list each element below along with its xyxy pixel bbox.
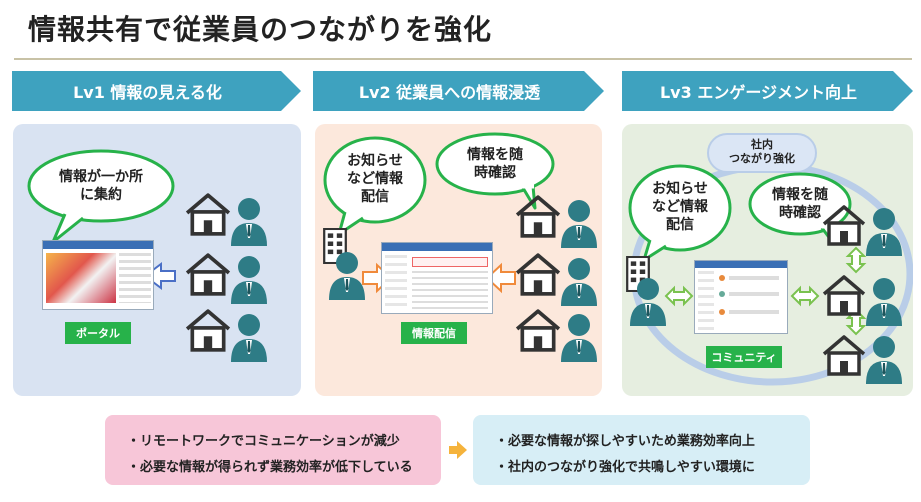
level-2-panel: お知らせ など情報 配信 情報を随 時確認 情報配信 [315,124,602,396]
arrow-left-icon [485,262,516,294]
level-2-illustration [323,132,597,362]
house-icon [822,335,866,376]
community-tag: コミュニティ [706,346,782,368]
double-arrow-icon [790,285,820,307]
portal-tag: ポータル [65,322,131,344]
person-icon [561,258,597,306]
house-icon [515,253,561,296]
info-delivery-tag-label: 情報配信 [412,327,456,340]
arrow-right-icon [449,441,467,459]
person-icon [866,278,902,326]
after-line-1: ・必要な情報が探しやすいため業務効率向上 [495,434,755,449]
person-icon [231,198,267,246]
house-icon [822,275,866,316]
community-screenshot [694,260,788,334]
house-icon [515,309,561,352]
bubble-label-2: 情報を随 時確認 [441,146,549,182]
arrow-left-icon [143,262,176,290]
level-2-header: Lv2 従業員への情報浸透 [313,71,604,111]
circle-label: 社内 つながり強化 [708,138,816,166]
person-icon [561,314,597,362]
level-3-heading: Lv3 エンゲージメント向上 [659,83,857,102]
person-icon [866,336,902,384]
person-icon [231,314,267,362]
bubble-text: 情報を随 時確認 [772,187,828,221]
level-1-panel: 情報が一か所 に集約 ポータル [13,124,301,396]
bubble-text: お知らせ など情報 配信 [652,181,708,233]
before-line-2: ・必要な情報が得られず業務効率が低下している [127,460,413,475]
person-icon [231,256,267,304]
level-1-header: Lv1 情報の見える化 [12,71,301,111]
bubble-text: お知らせ など情報 配信 [347,153,403,205]
bubble-text: 情報が一か所 に集約 [59,169,143,203]
title-divider [14,58,912,60]
speech-bubble [435,132,555,210]
speech-bubble [628,164,732,262]
info-delivery-tag: 情報配信 [401,322,467,344]
circle-label-box [707,133,817,173]
bubble-label-2: 情報を随 時確認 [752,186,848,222]
double-arrow-icon [664,285,694,307]
level-2-heading: Lv2 従業員への情報浸透 [358,83,541,102]
page-title: 情報共有で従業員のつながりを強化 [28,13,493,46]
person-icon [561,200,597,248]
house-icon [515,195,561,238]
info-delivery-screenshot [381,242,493,314]
bubble-label-1: 情報が一か所 に集約 [33,168,169,204]
portal-screenshot [42,240,154,310]
house-icon [185,309,231,352]
level-3-illustration [626,133,913,386]
circle-label-text: 社内 つながり強化 [729,138,795,165]
house-icon [185,193,231,236]
bubble-text: 情報を随 時確認 [467,147,523,181]
portal-tag-label: ポータル [76,327,120,340]
double-arrow-icon [845,308,867,336]
level-1-heading: Lv1 情報の見える化 [73,83,222,102]
after-line-2: ・社内のつながり強化で共鳴しやすい環境に [495,460,755,475]
community-tag-label: コミュニティ [711,351,777,364]
before-line-1: ・リモートワークでコミュニケーションが減少 [127,434,400,449]
double-arrow-icon [845,246,867,274]
bubble-label-1: お知らせ など情報 配信 [632,180,728,234]
level-1-illustration [27,149,267,362]
before-box: ・リモートワークでコミュニケーションが減少 ・必要な情報が得られず業務効率が低下… [105,415,441,485]
after-box: ・必要な情報が探しやすいため業務効率向上 ・社内のつながり強化で共鳴しやすい環境… [473,415,810,485]
bubble-label-1: お知らせ など情報 配信 [327,152,423,206]
level-3-header: Lv3 エンゲージメント向上 [622,71,913,111]
speech-bubble [323,136,427,236]
house-icon [185,253,231,296]
level-3-panel: 社内 つながり強化 お知らせ など情報 配信 情報を随 時確認 コミュニティ [622,124,913,396]
